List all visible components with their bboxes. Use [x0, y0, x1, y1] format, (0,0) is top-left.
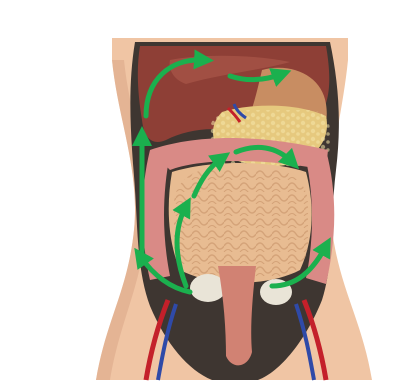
anatomy-figure: [0, 0, 401, 388]
